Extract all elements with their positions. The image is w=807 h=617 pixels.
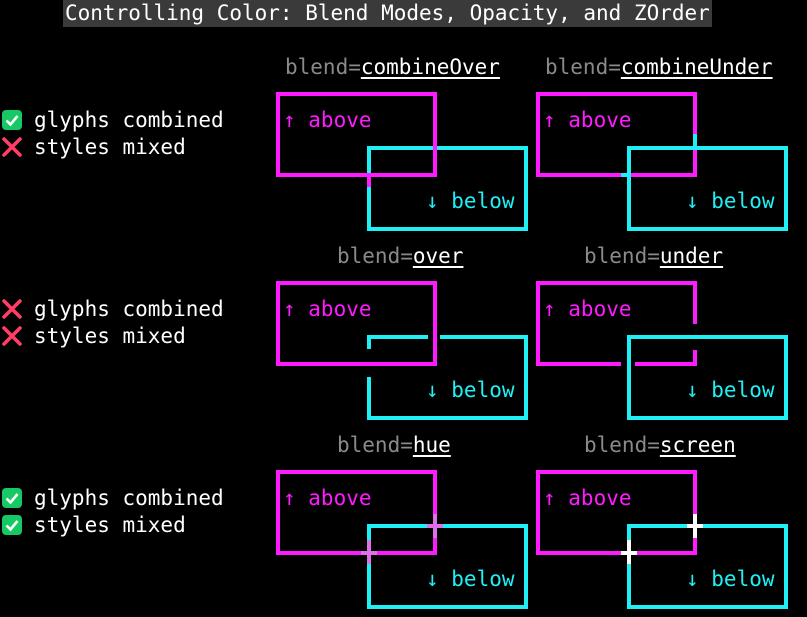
hue-junction bbox=[361, 551, 377, 555]
below-box bbox=[367, 335, 528, 420]
cross-icon bbox=[2, 299, 22, 319]
above-label: ↑ above bbox=[543, 297, 632, 321]
mode-label-under: blend=under bbox=[584, 244, 724, 268]
below-label: ↓ below bbox=[686, 567, 775, 591]
below-box bbox=[627, 146, 788, 231]
below-label: ↓ below bbox=[426, 567, 515, 591]
mode-label-combineover: blend=combineOver bbox=[285, 55, 500, 79]
junction bbox=[433, 146, 437, 150]
above-box bbox=[276, 470, 437, 555]
above-box bbox=[276, 281, 437, 366]
check-icon bbox=[2, 515, 22, 535]
row-2-styles: styles mixed bbox=[2, 323, 186, 350]
above-label: ↑ above bbox=[283, 486, 372, 510]
junction bbox=[621, 173, 631, 177]
cross-icon bbox=[2, 137, 22, 157]
cross-icon bbox=[2, 326, 22, 346]
above-box bbox=[536, 281, 697, 366]
row-2-glyphs: glyphs combined bbox=[2, 296, 224, 323]
above-label: ↑ above bbox=[543, 486, 632, 510]
below-label: ↓ below bbox=[426, 378, 515, 402]
row-3-glyphs: glyphs combined bbox=[2, 485, 224, 512]
hue-junction bbox=[427, 524, 443, 528]
below-label: ↓ below bbox=[426, 189, 515, 213]
below-label: ↓ below bbox=[686, 378, 775, 402]
above-label: ↑ above bbox=[543, 108, 632, 132]
mode-label-over: blend=over bbox=[337, 244, 464, 268]
above-label: ↑ above bbox=[283, 108, 372, 132]
screen-junction bbox=[687, 524, 703, 528]
below-box bbox=[627, 524, 788, 609]
screen-junction bbox=[621, 551, 637, 555]
below-box bbox=[627, 335, 788, 420]
junction bbox=[367, 173, 371, 187]
below-box bbox=[367, 146, 528, 231]
check-icon bbox=[2, 110, 22, 130]
above-box bbox=[276, 92, 437, 177]
row-1-styles: styles mixed bbox=[2, 134, 186, 161]
row-1-glyphs: glyphs combined bbox=[2, 107, 224, 134]
above-box bbox=[536, 470, 697, 555]
check-icon bbox=[2, 488, 22, 508]
page-title: Controlling Color: Blend Modes, Opacity,… bbox=[63, 0, 712, 27]
mode-label-combineunder: blend=combineUnder bbox=[545, 55, 773, 79]
mode-label-hue: blend=hue bbox=[337, 433, 451, 457]
below-box bbox=[367, 524, 528, 609]
junction bbox=[693, 134, 697, 148]
below-label: ↓ below bbox=[686, 189, 775, 213]
mode-label-screen: blend=screen bbox=[584, 433, 736, 457]
above-label: ↑ above bbox=[283, 297, 372, 321]
row-3-styles: styles mixed bbox=[2, 512, 186, 539]
